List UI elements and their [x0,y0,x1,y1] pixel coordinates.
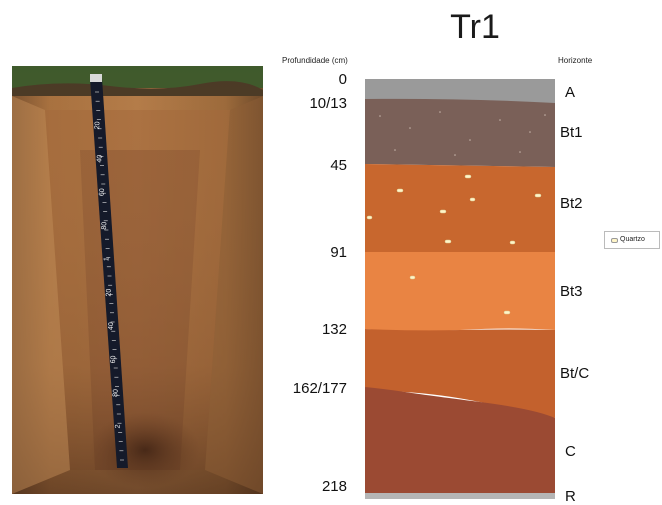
depth-tick-5: 162/177 [292,380,347,397]
quartz-fragments [366,174,542,315]
ruler-tick-label: 2 [115,424,122,428]
depth-tick-1: 10/13 [309,95,347,112]
ruler-ticks: 20 40 60 80 1 20 40 60 80 2 [94,91,124,461]
horizon-axis-label: Horizonte [558,56,593,65]
ruler-tick-label: 40 [96,155,104,163]
ruler-tick-label: 20 [105,288,113,296]
ruler-tick-label: 80 [112,389,120,397]
ruler-tick-label: 80 [101,221,109,229]
depth-tick-2: 45 [330,157,347,174]
bt1-specks [379,111,546,156]
horizon-BtC [365,329,555,418]
horizon-R [365,493,555,499]
horizon-label-Bt1: Bt1 [560,124,583,141]
soil-profile-diagram [365,79,555,499]
horizon-label-BtC: Bt/C [560,365,590,382]
horizon-label-C: C [565,443,576,460]
quartz-legend-swatch [611,238,618,243]
horizon-C [365,387,555,493]
horizon-label-A: A [565,84,576,101]
horizon-Bt1 [365,98,555,167]
ruler-tick-label: 40 [108,322,116,330]
depth-axis-label: Profundidade (cm) [282,56,348,65]
horizon-Bt2 [365,164,555,252]
horizon-Bt3 [365,252,555,332]
horizon-label-Bt2: Bt2 [560,195,583,212]
chart-title: Tr1 [450,8,500,46]
soil-pit-photo [12,66,263,494]
measuring-tape: 20 40 60 80 1 20 40 60 80 2 [90,74,128,468]
ruler-tick-label: 1 [103,257,110,261]
depth-tick-0: 0 [338,71,347,88]
ruler-tick-label: 60 [99,188,107,196]
legend: Quartzo [604,231,660,249]
depth-tick-4: 132 [321,321,347,338]
horizon-label-R: R [565,488,576,505]
depth-tick-6: 218 [321,478,347,495]
ruler-tick-label: 60 [110,355,118,363]
depth-tick-3: 91 [330,244,347,261]
horizon-label-Bt3: Bt3 [560,283,583,300]
ruler-tick-label: 20 [94,121,102,129]
legend-label: Quartzo [620,236,645,243]
